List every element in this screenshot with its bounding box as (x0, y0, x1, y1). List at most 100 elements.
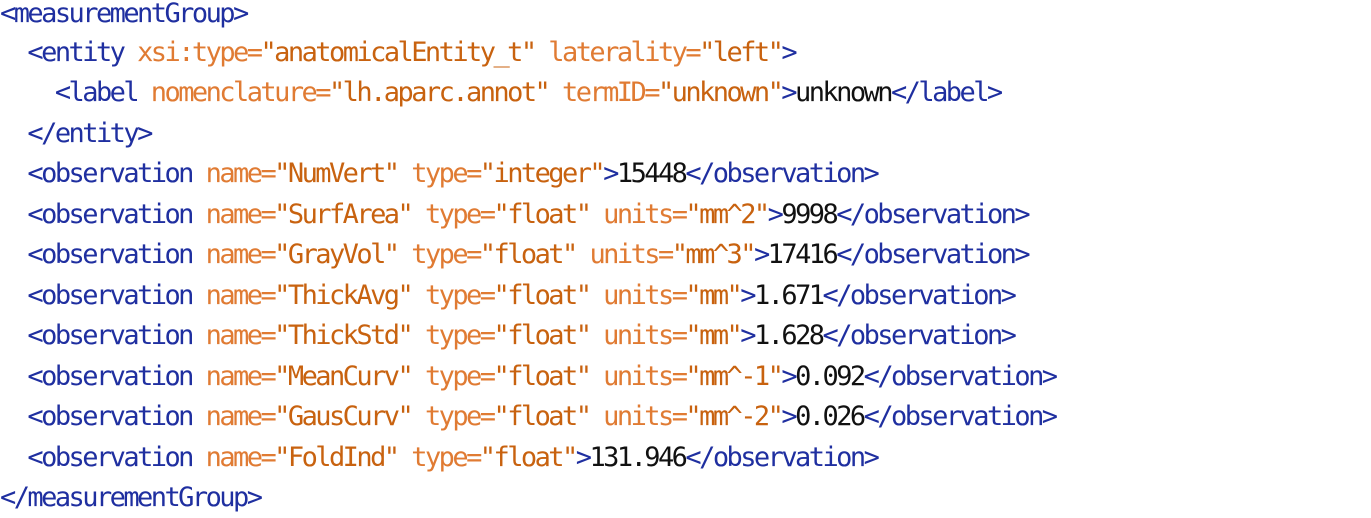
observation-value: 9998 (781, 198, 838, 230)
observation-name-attribute: name (205, 198, 263, 230)
observation-open-tag-end: > (781, 360, 797, 392)
observation-type-attribute: type (424, 360, 482, 392)
observation-value: 15448 (616, 158, 688, 189)
observation-value: 1.671 (753, 279, 825, 311)
space (411, 320, 425, 351)
equals: = (466, 239, 482, 270)
observation-line: <observation name="GausCurv" type="float… (0, 397, 1058, 437)
observation-units-value: "mm^2" (685, 198, 770, 230)
space (411, 361, 425, 392)
space (576, 239, 590, 270)
entity-close-tag: </entity> (27, 118, 153, 149)
observation-units-attribute: units (603, 320, 674, 351)
space (589, 320, 603, 351)
observation-type-value: "float" (479, 239, 579, 270)
measurement-group-close-tag: </measurementGroup> (0, 482, 263, 513)
code-line-entity-open: <entity xsi:type="anatomicalEntity_t" la… (27, 37, 797, 68)
observation-value: 0.026 (795, 401, 866, 432)
observation-line: <observation name="ThickAvg" type="float… (0, 276, 1017, 316)
observation-units-value: "mm" (685, 279, 742, 311)
observation-units-value: "mm^3" (671, 239, 757, 270)
observation-open-tag: <observation (27, 158, 194, 189)
observation-name-value: "GrayVol" (274, 239, 400, 270)
observation-type-value: "integer" (479, 158, 606, 189)
equals: = (671, 401, 688, 432)
xsi-type-attribute: xsi:type (137, 37, 249, 68)
equals: = (671, 279, 688, 311)
observation-name-attribute: name (205, 239, 263, 270)
equals: = (260, 441, 276, 473)
indent (0, 442, 27, 473)
space (411, 199, 425, 230)
indent (0, 158, 27, 189)
indent (0, 401, 27, 432)
space (589, 199, 603, 230)
observation-open-tag-end: > (767, 198, 784, 230)
observation-units-attribute: units (603, 401, 674, 432)
observation-close-tag: </observation> (685, 158, 879, 189)
observation-type-attribute: type (411, 158, 468, 189)
code-line-measurement-group-open: <measurementGroup> (0, 0, 249, 34)
equals: = (260, 239, 276, 270)
observation-name-value: "FoldInd" (274, 441, 400, 473)
xsi-type-value: "anatomicalEntity_t" (260, 37, 537, 68)
observation-type-value: "float" (493, 320, 592, 351)
observation-name-attribute: name (205, 401, 263, 432)
space (411, 280, 425, 311)
observation-name-attribute: name (205, 360, 263, 392)
entity-open-tag-end: > (781, 37, 797, 68)
equals: = (479, 198, 496, 230)
observation-line: <observation name="GrayVol" type="float"… (0, 235, 1030, 275)
equals: = (260, 198, 276, 230)
observation-value: 0.092 (795, 360, 866, 392)
equals: = (671, 360, 688, 392)
observation-line: <observation name="NumVert" type="intege… (0, 154, 879, 194)
observation-type-attribute: type (424, 279, 482, 311)
observation-open-tag-end: > (753, 239, 770, 270)
label-close-tag: </label> (890, 77, 1003, 108)
equals: = (466, 158, 482, 189)
observation-type-attribute: type (411, 441, 468, 473)
observation-value: 131.946 (589, 441, 688, 473)
observation-open-tag: <observation (27, 198, 194, 230)
observation-type-value: "float" (493, 401, 592, 432)
observation-name-attribute: name (205, 279, 263, 311)
termid-attribute: termID (561, 77, 647, 108)
observation-line: <observation name="MeanCurv" type="float… (0, 357, 1058, 397)
observation-close-tag: </observation> (822, 320, 1016, 351)
equals: = (479, 279, 496, 311)
observation-open-tag: <observation (27, 279, 194, 311)
nomenclature-attribute: nomenclature (150, 77, 318, 108)
indent (0, 199, 27, 230)
observation-type-value: "float" (493, 279, 592, 311)
code-line-measurement-group-close: </measurementGroup> (0, 478, 263, 518)
nomenclature-value: "lh.aparc.annot" (328, 77, 551, 108)
space (192, 280, 206, 311)
termid-value: "unknown" (657, 77, 784, 108)
label-text: unknown (795, 77, 894, 108)
equals: = (479, 401, 496, 432)
observation-type-attribute: type (424, 320, 482, 351)
space (398, 239, 412, 270)
equals: = (671, 198, 688, 230)
observation-close-tag: </observation> (863, 360, 1058, 392)
observation-line: <observation name="SurfArea" type="float… (0, 195, 1030, 235)
equals: = (657, 239, 674, 270)
space (589, 361, 603, 392)
observation-close-tag: </observation> (836, 198, 1030, 230)
observation-units-value: "mm^-1" (685, 360, 784, 392)
observation-units-attribute: units (603, 360, 674, 392)
observation-close-tag: </observation> (836, 239, 1030, 270)
observation-name-value: "GausCurv" (274, 401, 414, 432)
label-open-tag-end: > (781, 77, 797, 108)
observation-name-value: "ThickStd" (274, 320, 414, 351)
space (192, 401, 206, 432)
equals: = (260, 279, 276, 311)
observation-close-tag: </observation> (685, 441, 879, 473)
equals: = (260, 320, 276, 351)
observation-units-attribute: units (603, 198, 674, 230)
code-line-label: <label nomenclature="lh.aparc.annot" ter… (54, 77, 1003, 108)
code-line-entity-close: </entity> (0, 114, 153, 154)
equals: = (260, 158, 276, 189)
